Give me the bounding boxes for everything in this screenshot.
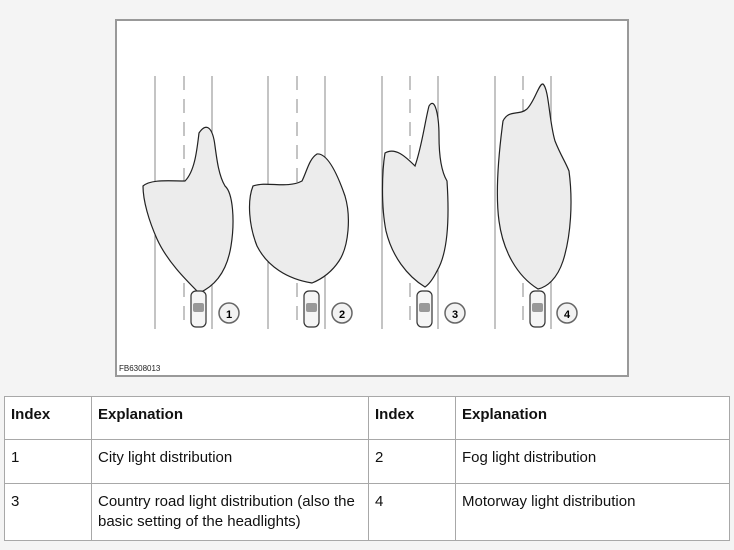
header-index: Index <box>368 396 456 440</box>
beam-pattern-country-road <box>381 102 449 288</box>
distribution-diagram: 1 2 3 <box>142 76 578 329</box>
header-explanation: Explanation <box>91 396 369 440</box>
legend-table: Index Explanation Index Explanation 1 Ci… <box>4 396 730 541</box>
car-windshield <box>532 303 543 312</box>
diagram-motorway: 4 <box>494 76 578 329</box>
cell-index: 4 <box>368 483 456 541</box>
marker-circle-2 <box>331 302 353 324</box>
car-windshield <box>419 303 430 312</box>
table-header-row: Index Explanation Index Explanation <box>4 396 730 440</box>
beam-pattern-city <box>142 126 234 294</box>
cell-index: 1 <box>4 439 92 484</box>
marker-label-4: 4 <box>564 309 571 321</box>
car-windshield <box>306 303 317 312</box>
table-row: 1 City light distribution 2 Fog light di… <box>4 439 730 484</box>
beam-pattern-motorway <box>496 83 572 290</box>
car-windshield <box>193 303 204 312</box>
cell-index: 3 <box>4 483 92 541</box>
header-index: Index <box>4 396 92 440</box>
beam-pattern-fog <box>248 153 349 284</box>
figure-id-label: FB6308013 <box>119 364 161 373</box>
marker-circle-1 <box>218 302 240 324</box>
headlight-distribution-figure: 1 2 3 <box>115 19 629 377</box>
diagram-city: 1 <box>142 76 240 329</box>
marker-circle-4 <box>556 302 578 324</box>
diagram-fog: 2 <box>248 76 353 329</box>
header-explanation: Explanation <box>455 396 730 440</box>
diagram-country-road: 3 <box>381 76 466 329</box>
cell-explanation: Motorway light distribution <box>455 483 730 541</box>
cell-explanation: Fog light distribution <box>455 439 730 484</box>
marker-label-2: 2 <box>339 309 345 321</box>
table-row: 3 Country road light distribution (also … <box>4 483 730 541</box>
marker-label-1: 1 <box>226 309 232 321</box>
cell-index: 2 <box>368 439 456 484</box>
cell-explanation: Country road light distribution (also th… <box>91 483 369 541</box>
marker-circle-3 <box>444 302 466 324</box>
marker-label-3: 3 <box>452 309 458 321</box>
cell-explanation: City light distribution <box>91 439 369 484</box>
